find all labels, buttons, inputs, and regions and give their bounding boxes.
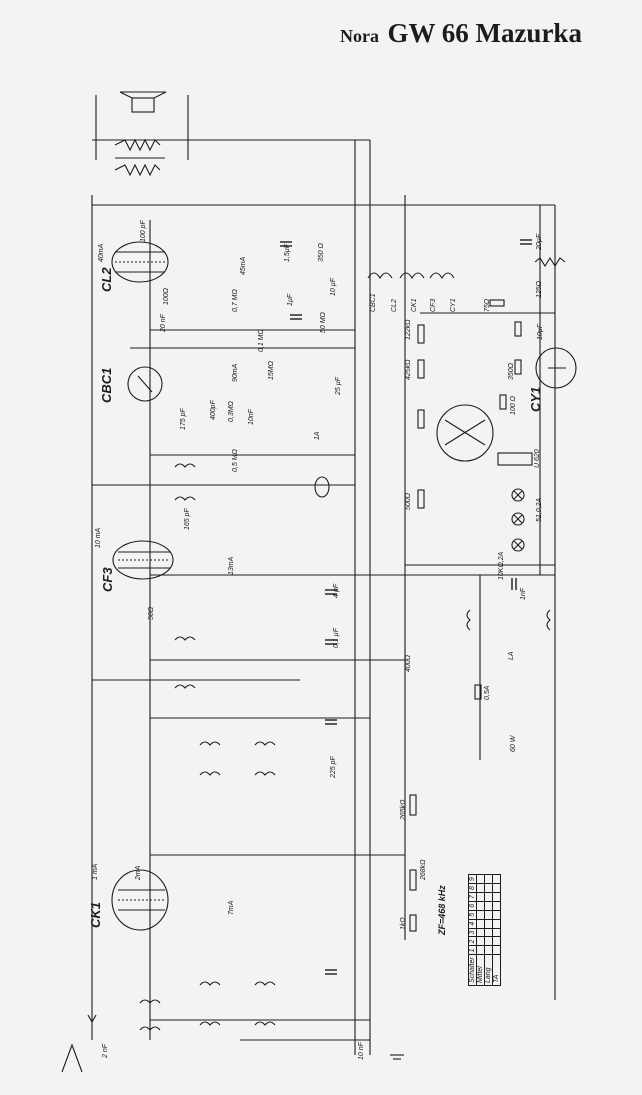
- component-label: 10 nF: [358, 1042, 365, 1060]
- switch-table-row-label: Mittel: [476, 954, 485, 986]
- component-label: 1kΩ: [400, 917, 407, 930]
- component-label: U 620: [534, 449, 541, 468]
- component-label: 1,5µF: [284, 243, 291, 262]
- component-label: 15MΩ: [268, 361, 275, 380]
- component-label: 425kΩ: [405, 359, 412, 380]
- component-label: 25 µF: [335, 376, 342, 395]
- tube-label-cl2: CL2: [99, 267, 114, 292]
- schematic-title: Nora GW 66 Mazurka: [340, 18, 582, 49]
- component-label: 10 µF: [330, 277, 337, 296]
- switch-table-row-label: Lang: [484, 954, 493, 986]
- component-label: 2mA: [135, 865, 142, 880]
- switch-table-col: 7: [468, 892, 477, 902]
- component-label: 10µF: [537, 323, 544, 340]
- filter-label-cbc1: CBC1: [370, 293, 377, 312]
- switch-table-col: 3: [468, 928, 477, 937]
- component-label: 0,5A: [484, 685, 491, 700]
- switch-table-col: 5: [468, 910, 477, 920]
- component-label: 100 pF: [140, 220, 147, 242]
- filter-label-cl2: CL2: [391, 299, 398, 312]
- component-label: 1A: [314, 431, 321, 440]
- component-label: 0,5 MΩ: [232, 449, 239, 472]
- component-label: 51,0,2A: [536, 497, 543, 522]
- switch-table-row-label: TA: [492, 954, 501, 986]
- component-label: 0,7 MΩ: [232, 289, 239, 312]
- component-label: 400Ω: [405, 654, 412, 672]
- tube-label-cy1: CY1: [528, 386, 543, 412]
- component-label: 100 Ω: [510, 396, 517, 415]
- component-label: 225 pF: [330, 756, 337, 778]
- component-label: 1 mA: [92, 863, 99, 880]
- switch-table-col: 6: [468, 901, 477, 911]
- component-label: 0,1 µF: [333, 628, 340, 648]
- switch-position-table: Schalter 1 2 3 4 5 6 7 8 9 Mittel Lang T…: [468, 874, 501, 986]
- component-label: 4 µF: [333, 583, 340, 598]
- component-label: 1nF: [520, 587, 527, 600]
- filter-label-cf3: CF3: [430, 298, 437, 312]
- tube-label-cf3: CF3: [100, 567, 115, 592]
- component-label: 10KΩ,2A: [498, 551, 505, 580]
- component-label: 165 pF: [184, 508, 191, 530]
- component-label: 100Ω: [163, 287, 170, 305]
- filter-label-ck1: CK1: [411, 298, 418, 312]
- component-label: 265kΩ: [400, 799, 407, 820]
- switch-table-col: 2: [468, 937, 477, 946]
- component-label: 75Ω: [484, 298, 491, 312]
- component-label: 125Ω: [536, 280, 543, 298]
- component-label: LA: [508, 651, 515, 660]
- component-label: 50Ω: [148, 606, 155, 620]
- component-label: 40mA: [98, 243, 105, 262]
- title-model: GW 66 Mazurka: [387, 18, 582, 48]
- component-label: 350Ω: [508, 362, 515, 380]
- component-label: 20µF: [536, 233, 543, 250]
- component-label: 122kΩ: [405, 319, 412, 340]
- component-label: 50 MΩ: [320, 312, 327, 333]
- switch-table-header: Schalter: [468, 954, 477, 986]
- component-label: 20 nF: [160, 314, 167, 332]
- tube-label-cbc1: CBC1: [99, 367, 114, 403]
- component-label: 10 mA: [95, 527, 102, 548]
- component-label: 7mA: [228, 900, 235, 915]
- component-label: 350 Ω: [318, 243, 325, 262]
- if-frequency-label: ZF=468 kHz: [437, 885, 447, 935]
- component-label: 500Ω: [405, 492, 412, 510]
- component-label: 1µF: [287, 293, 294, 306]
- component-label: 175 pF: [180, 408, 187, 430]
- switch-table-col: 8: [468, 883, 477, 893]
- component-label: 60 W: [510, 735, 517, 752]
- component-label: 2 nF: [102, 1043, 109, 1058]
- title-brand: Nora: [340, 26, 379, 46]
- component-label: 45mA: [240, 256, 247, 275]
- component-label: 0,1 MΩ: [258, 329, 265, 352]
- switch-table-col: 9: [468, 874, 477, 884]
- component-label: 268kΩ: [420, 859, 427, 880]
- component-label: 10nF: [248, 409, 255, 425]
- filter-label-cy1: CY1: [450, 298, 457, 312]
- tube-label-ck1: CK1: [88, 901, 103, 928]
- switch-table-col: 4: [468, 919, 477, 929]
- switch-table-col: 1: [468, 945, 477, 955]
- component-label: 13mA: [228, 556, 235, 575]
- component-label: 400pF: [210, 400, 217, 420]
- component-label: 90mA: [232, 363, 239, 382]
- component-label: 0,3MΩ: [228, 401, 235, 422]
